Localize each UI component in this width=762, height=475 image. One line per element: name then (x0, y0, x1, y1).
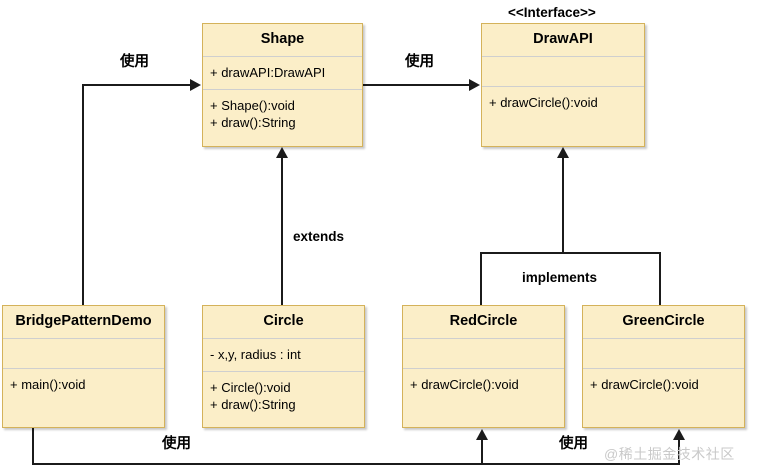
class-name-drawapi: DrawAPI (482, 24, 644, 57)
class-attributes-redcircle (403, 339, 564, 369)
class-operations-drawapi: + drawCircle():void (482, 87, 644, 133)
class-attributes-drawapi (482, 57, 644, 87)
class-box-circle[interactable]: Circle - x,y, radius : int + Circle():vo… (202, 305, 365, 428)
class-attributes-greencircle (583, 339, 744, 369)
edge-label-extends: extends (290, 229, 348, 244)
edge-implements-crossbar (480, 252, 661, 254)
operation-row: + drawCircle():void (590, 376, 699, 392)
class-name-greencircle: GreenCircle (583, 306, 744, 339)
operation-row: + drawCircle():void (489, 94, 598, 110)
class-box-greencircle[interactable]: GreenCircle + drawCircle():void (582, 305, 745, 428)
class-box-bridgepatterndemo[interactable]: BridgePatternDemo + main():void (2, 305, 165, 428)
operation-row: + main():void (10, 376, 86, 392)
edge-label-uses-bottom-left: 使用 (159, 432, 194, 453)
class-name-redcircle: RedCircle (403, 306, 564, 339)
edge-demo-uses-greencircle-arrowhead (673, 429, 685, 440)
edge-implements-stem (562, 158, 564, 253)
edge-demo-uses-greencircle-branch (678, 440, 680, 465)
operation-row: + Circle():void (210, 379, 291, 395)
edge-shape-uses-drawapi-arrowhead (469, 79, 480, 91)
attribute-row: + drawAPI:DrawAPI (210, 64, 326, 80)
edge-implements-branch-redcircle (480, 252, 482, 306)
class-operations-redcircle: + drawCircle():void (403, 369, 564, 415)
class-box-drawapi[interactable]: DrawAPI + drawCircle():void (481, 23, 645, 147)
class-attributes-shape: + drawAPI:DrawAPI (203, 57, 362, 90)
class-name-shape: Shape (203, 24, 362, 57)
operation-row: + draw():String (210, 396, 296, 412)
class-name-circle: Circle (203, 306, 364, 339)
edge-demo-uses-shape-arrowhead (190, 79, 201, 91)
edge-label-uses-bottom-right: 使用 (556, 432, 591, 453)
edge-circle-extends-shape-line (281, 158, 283, 306)
edge-demo-uses-shape-vertical (82, 84, 84, 306)
operation-row: + drawCircle():void (410, 376, 519, 392)
stereotype-interface-drawapi: <<Interface>> (508, 5, 596, 20)
edge-implements-branch-greencircle (659, 252, 661, 306)
class-attributes-bridgepatterndemo (3, 339, 164, 369)
operation-row: + Shape():void (210, 97, 295, 113)
edge-demo-uses-shape-horizontal (82, 84, 192, 86)
edge-label-implements: implements (519, 270, 601, 285)
edge-demo-uses-redcircle-branch (481, 440, 483, 465)
class-operations-bridgepatterndemo: + main():void (3, 369, 164, 415)
edge-demo-bottom-stem (32, 427, 34, 465)
watermark-text: @稀土掘金技术社区 (604, 446, 735, 462)
edge-demo-uses-redcircle-arrowhead (476, 429, 488, 440)
edge-implements-arrowhead (557, 147, 569, 158)
class-box-redcircle[interactable]: RedCircle + drawCircle():void (402, 305, 565, 428)
class-attributes-circle: - x,y, radius : int (203, 339, 364, 372)
class-operations-shape: + Shape():void + draw():String (203, 90, 362, 139)
edge-label-uses-top-right: 使用 (402, 50, 437, 71)
class-operations-circle: + Circle():void + draw():String (203, 372, 364, 421)
edge-label-uses-top-left: 使用 (117, 50, 152, 71)
class-operations-greencircle: + drawCircle():void (583, 369, 744, 415)
attribute-row: - x,y, radius : int (210, 346, 301, 362)
edge-demo-bottom-rail (32, 463, 680, 465)
operation-row: + draw():String (210, 114, 296, 130)
edge-circle-extends-shape-arrowhead (276, 147, 288, 158)
class-box-shape[interactable]: Shape + drawAPI:DrawAPI + Shape():void +… (202, 23, 363, 147)
edge-shape-uses-drawapi-horizontal (363, 84, 471, 86)
class-name-bridgepatterndemo: BridgePatternDemo (3, 306, 164, 339)
